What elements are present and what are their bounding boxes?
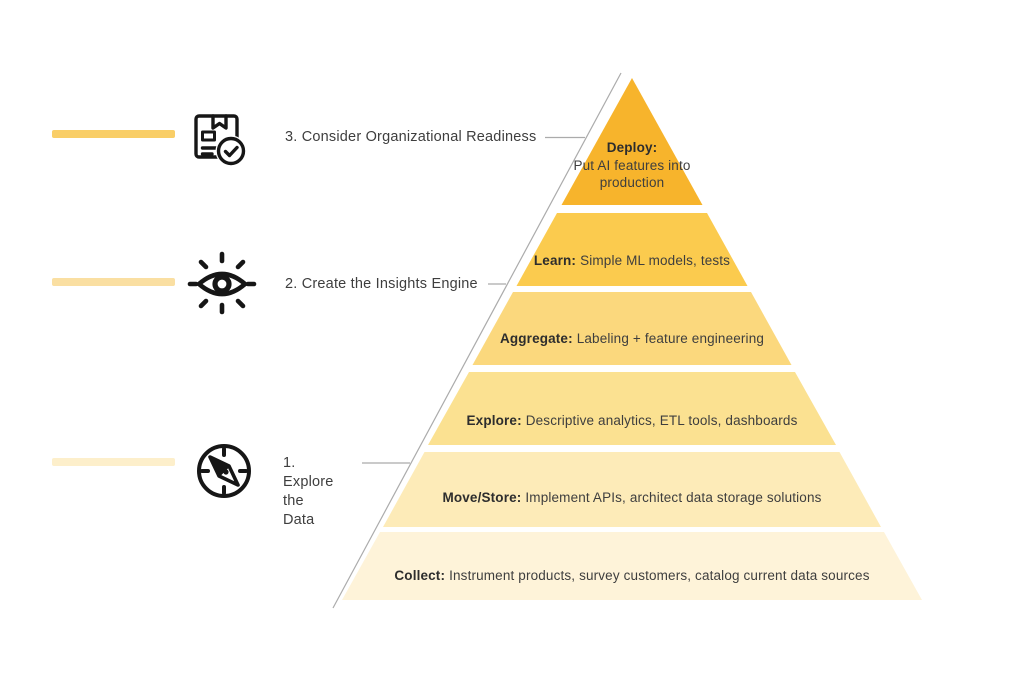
legend-bar-2 <box>52 278 175 286</box>
level-description: Implement APIs, architect data storage s… <box>525 490 822 505</box>
level-label-move-store: Move/Store:Implement APIs, architect dat… <box>442 490 821 505</box>
compass-icon <box>192 439 256 503</box>
level-description: Labeling + feature engineering <box>576 331 765 346</box>
legend-bar-3 <box>52 130 175 138</box>
pyramid-level-move-store <box>383 452 881 527</box>
level-name: Deploy: <box>606 140 658 155</box>
left-slope-guide-line <box>332 72 622 609</box>
level-name: Explore: <box>466 413 522 428</box>
level-label-collect: Collect:Instrument products, survey cust… <box>394 568 869 583</box>
pyramid-level-explore <box>428 372 836 445</box>
level-label-aggregate: Aggregate:Labeling + feature engineering <box>500 331 764 346</box>
annotation-label-3: 3. Consider Organizational Readiness <box>285 129 537 145</box>
level-description: Descriptive analytics, ETL tools, dashbo… <box>525 413 798 428</box>
level-description: Simple ML models, tests <box>580 253 731 268</box>
pyramid-level-learn <box>516 213 748 286</box>
pyramid-level-collect <box>342 532 922 600</box>
eye-rays-icon <box>186 246 258 318</box>
annotation-label-1: 1. Explore the Data <box>283 455 334 528</box>
level-label-explore: Explore:Descriptive analytics, ETL tools… <box>467 413 798 428</box>
package-check-icon <box>185 105 249 169</box>
level-name: Collect: <box>394 568 446 583</box>
annotation-label-2: 2. Create the Insights Engine <box>285 276 478 292</box>
legend-bar-1 <box>52 458 175 466</box>
level-description: Instrument products, survey customers, c… <box>449 568 870 583</box>
pyramid-level-aggregate <box>472 292 792 365</box>
pyramid-level-deploy <box>561 78 703 205</box>
level-name: Aggregate: <box>499 331 573 346</box>
level-name: Learn: <box>533 253 577 268</box>
level-label-deploy: Deploy: Put AI features into production <box>557 139 707 192</box>
level-name: Move/Store: <box>442 490 522 505</box>
level-description: Put AI features into production <box>573 157 691 191</box>
level-label-learn: Learn:Simple ML models, tests <box>534 253 730 268</box>
